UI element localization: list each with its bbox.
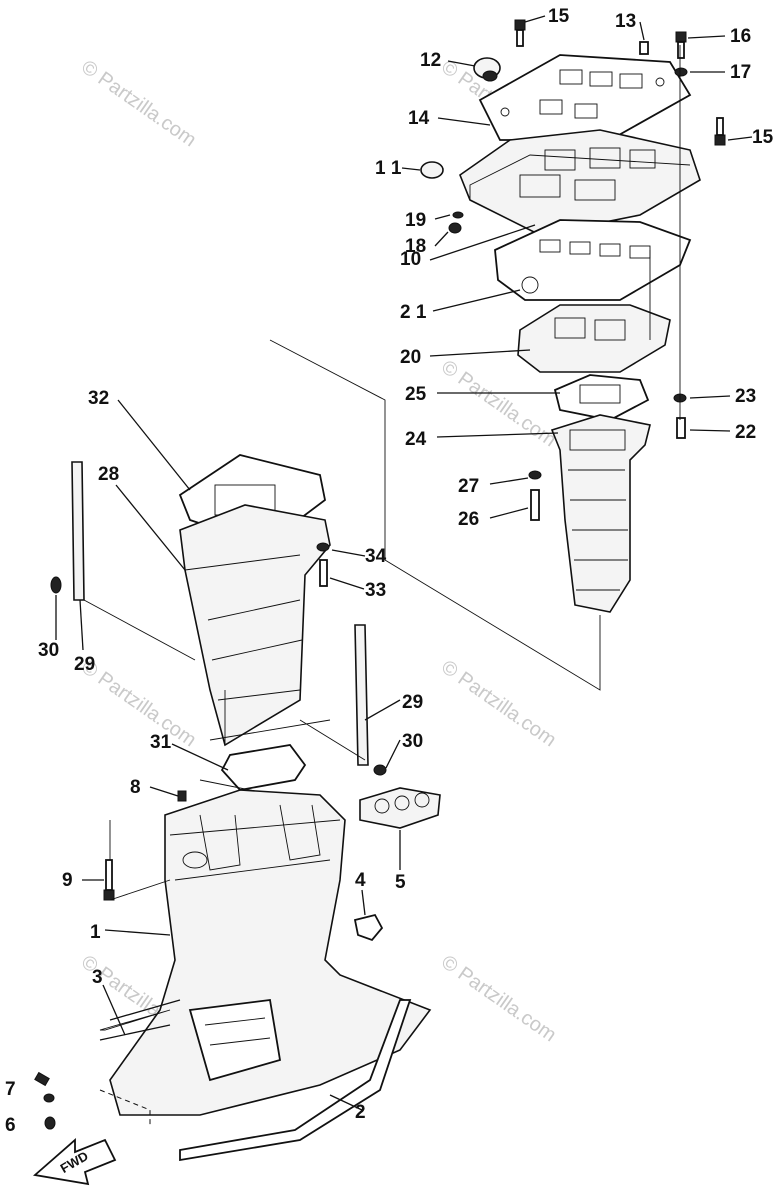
callout-6: 6 bbox=[5, 1115, 16, 1136]
callout-19: 19 bbox=[405, 210, 426, 231]
callout-1: 1 bbox=[90, 922, 101, 943]
upper-casing-28 bbox=[179, 504, 331, 747]
washer-6 bbox=[44, 1116, 56, 1130]
bolt-33 bbox=[319, 559, 328, 587]
callout-25: 25 bbox=[405, 384, 427, 405]
callout-9: 9 bbox=[62, 870, 73, 891]
gasket-21 bbox=[494, 219, 692, 301]
callout-3: 3 bbox=[92, 967, 103, 988]
nut-18 bbox=[448, 222, 462, 234]
lower-casing-1 bbox=[109, 789, 432, 1116]
callout-labels: 1 2 3 4 5 6 7 8 9 10 1 1 12 13 14 15 15 … bbox=[5, 6, 774, 1136]
callout-4: 4 bbox=[355, 870, 366, 891]
callout-14: 14 bbox=[408, 108, 430, 129]
grommet-11 bbox=[420, 161, 444, 179]
rubber-strip-29-left bbox=[71, 461, 85, 601]
callout-20: 20 bbox=[400, 347, 421, 368]
callout-30-left: 30 bbox=[38, 640, 59, 661]
callout-13: 13 bbox=[615, 11, 636, 32]
water-tube-31 bbox=[220, 744, 307, 791]
gasket-25 bbox=[553, 374, 650, 421]
callout-34: 34 bbox=[365, 546, 387, 567]
callout-31: 31 bbox=[150, 732, 172, 753]
bolt-9-head bbox=[103, 889, 115, 901]
callout-8: 8 bbox=[130, 777, 141, 798]
callout-11: 1 1 bbox=[375, 158, 402, 179]
rubber-strip-29-right bbox=[354, 624, 369, 766]
callout-23: 23 bbox=[735, 386, 756, 407]
gasket-14 bbox=[478, 54, 692, 141]
callout-12: 12 bbox=[420, 50, 441, 71]
bolt-15-right bbox=[714, 134, 726, 146]
plate-20 bbox=[517, 304, 671, 373]
callout-21: 2 1 bbox=[400, 302, 427, 323]
watermark: © Partzilla.com bbox=[437, 951, 560, 1046]
anode-strip-2 bbox=[179, 999, 412, 1162]
water-inlet-cover bbox=[188, 998, 282, 1082]
callout-26: 26 bbox=[458, 509, 479, 530]
screw-30-left bbox=[50, 576, 62, 594]
callout-33: 33 bbox=[365, 580, 386, 601]
callout-22: 22 bbox=[735, 422, 756, 443]
washer-27 bbox=[528, 470, 542, 480]
watermark: © Partzilla.com bbox=[77, 56, 200, 151]
callout-7: 7 bbox=[5, 1079, 16, 1100]
washer-17 bbox=[674, 67, 688, 77]
callout-10: 10 bbox=[400, 249, 421, 270]
callout-28: 28 bbox=[98, 464, 119, 485]
callout-30-right: 30 bbox=[402, 731, 423, 752]
bolt-26 bbox=[530, 489, 540, 521]
watermark: © Partzilla.com bbox=[437, 656, 560, 751]
callout-15-right: 15 bbox=[752, 127, 774, 148]
screw-30-right bbox=[373, 764, 387, 776]
bolt-15-top bbox=[514, 19, 526, 31]
dowel-8 bbox=[177, 790, 187, 802]
callout-2: 2 bbox=[355, 1102, 366, 1123]
callout-24: 24 bbox=[405, 429, 427, 450]
fwd-arrow: FWD bbox=[32, 1138, 117, 1186]
callout-32: 32 bbox=[88, 388, 109, 409]
washer-19 bbox=[452, 211, 464, 219]
washer-34 bbox=[316, 542, 330, 552]
bolt-9 bbox=[105, 859, 113, 891]
dowel-13 bbox=[639, 41, 649, 55]
grommet-5 bbox=[359, 787, 441, 829]
callout-29-left: 29 bbox=[74, 654, 95, 675]
plug-4 bbox=[353, 913, 384, 942]
callout-29-right: 29 bbox=[402, 692, 423, 713]
exhaust-muffler-24 bbox=[550, 414, 651, 613]
bolt-7 bbox=[34, 1071, 50, 1087]
bolt-22 bbox=[676, 417, 686, 439]
callout-18: 18 bbox=[405, 236, 426, 257]
lower-casing-assembly bbox=[34, 787, 441, 1162]
callout-16: 16 bbox=[730, 26, 751, 47]
watermark: © Partzilla.com bbox=[77, 656, 200, 751]
bolt-16 bbox=[675, 31, 687, 43]
callout-27: 27 bbox=[458, 476, 479, 497]
exhaust-guide-10 bbox=[459, 129, 701, 236]
upper-exhaust-assembly bbox=[420, 19, 726, 613]
callout-15-top: 15 bbox=[548, 6, 570, 27]
callout-5: 5 bbox=[395, 872, 406, 893]
leader-lines bbox=[55, 15, 753, 1111]
callout-17: 17 bbox=[730, 62, 751, 83]
